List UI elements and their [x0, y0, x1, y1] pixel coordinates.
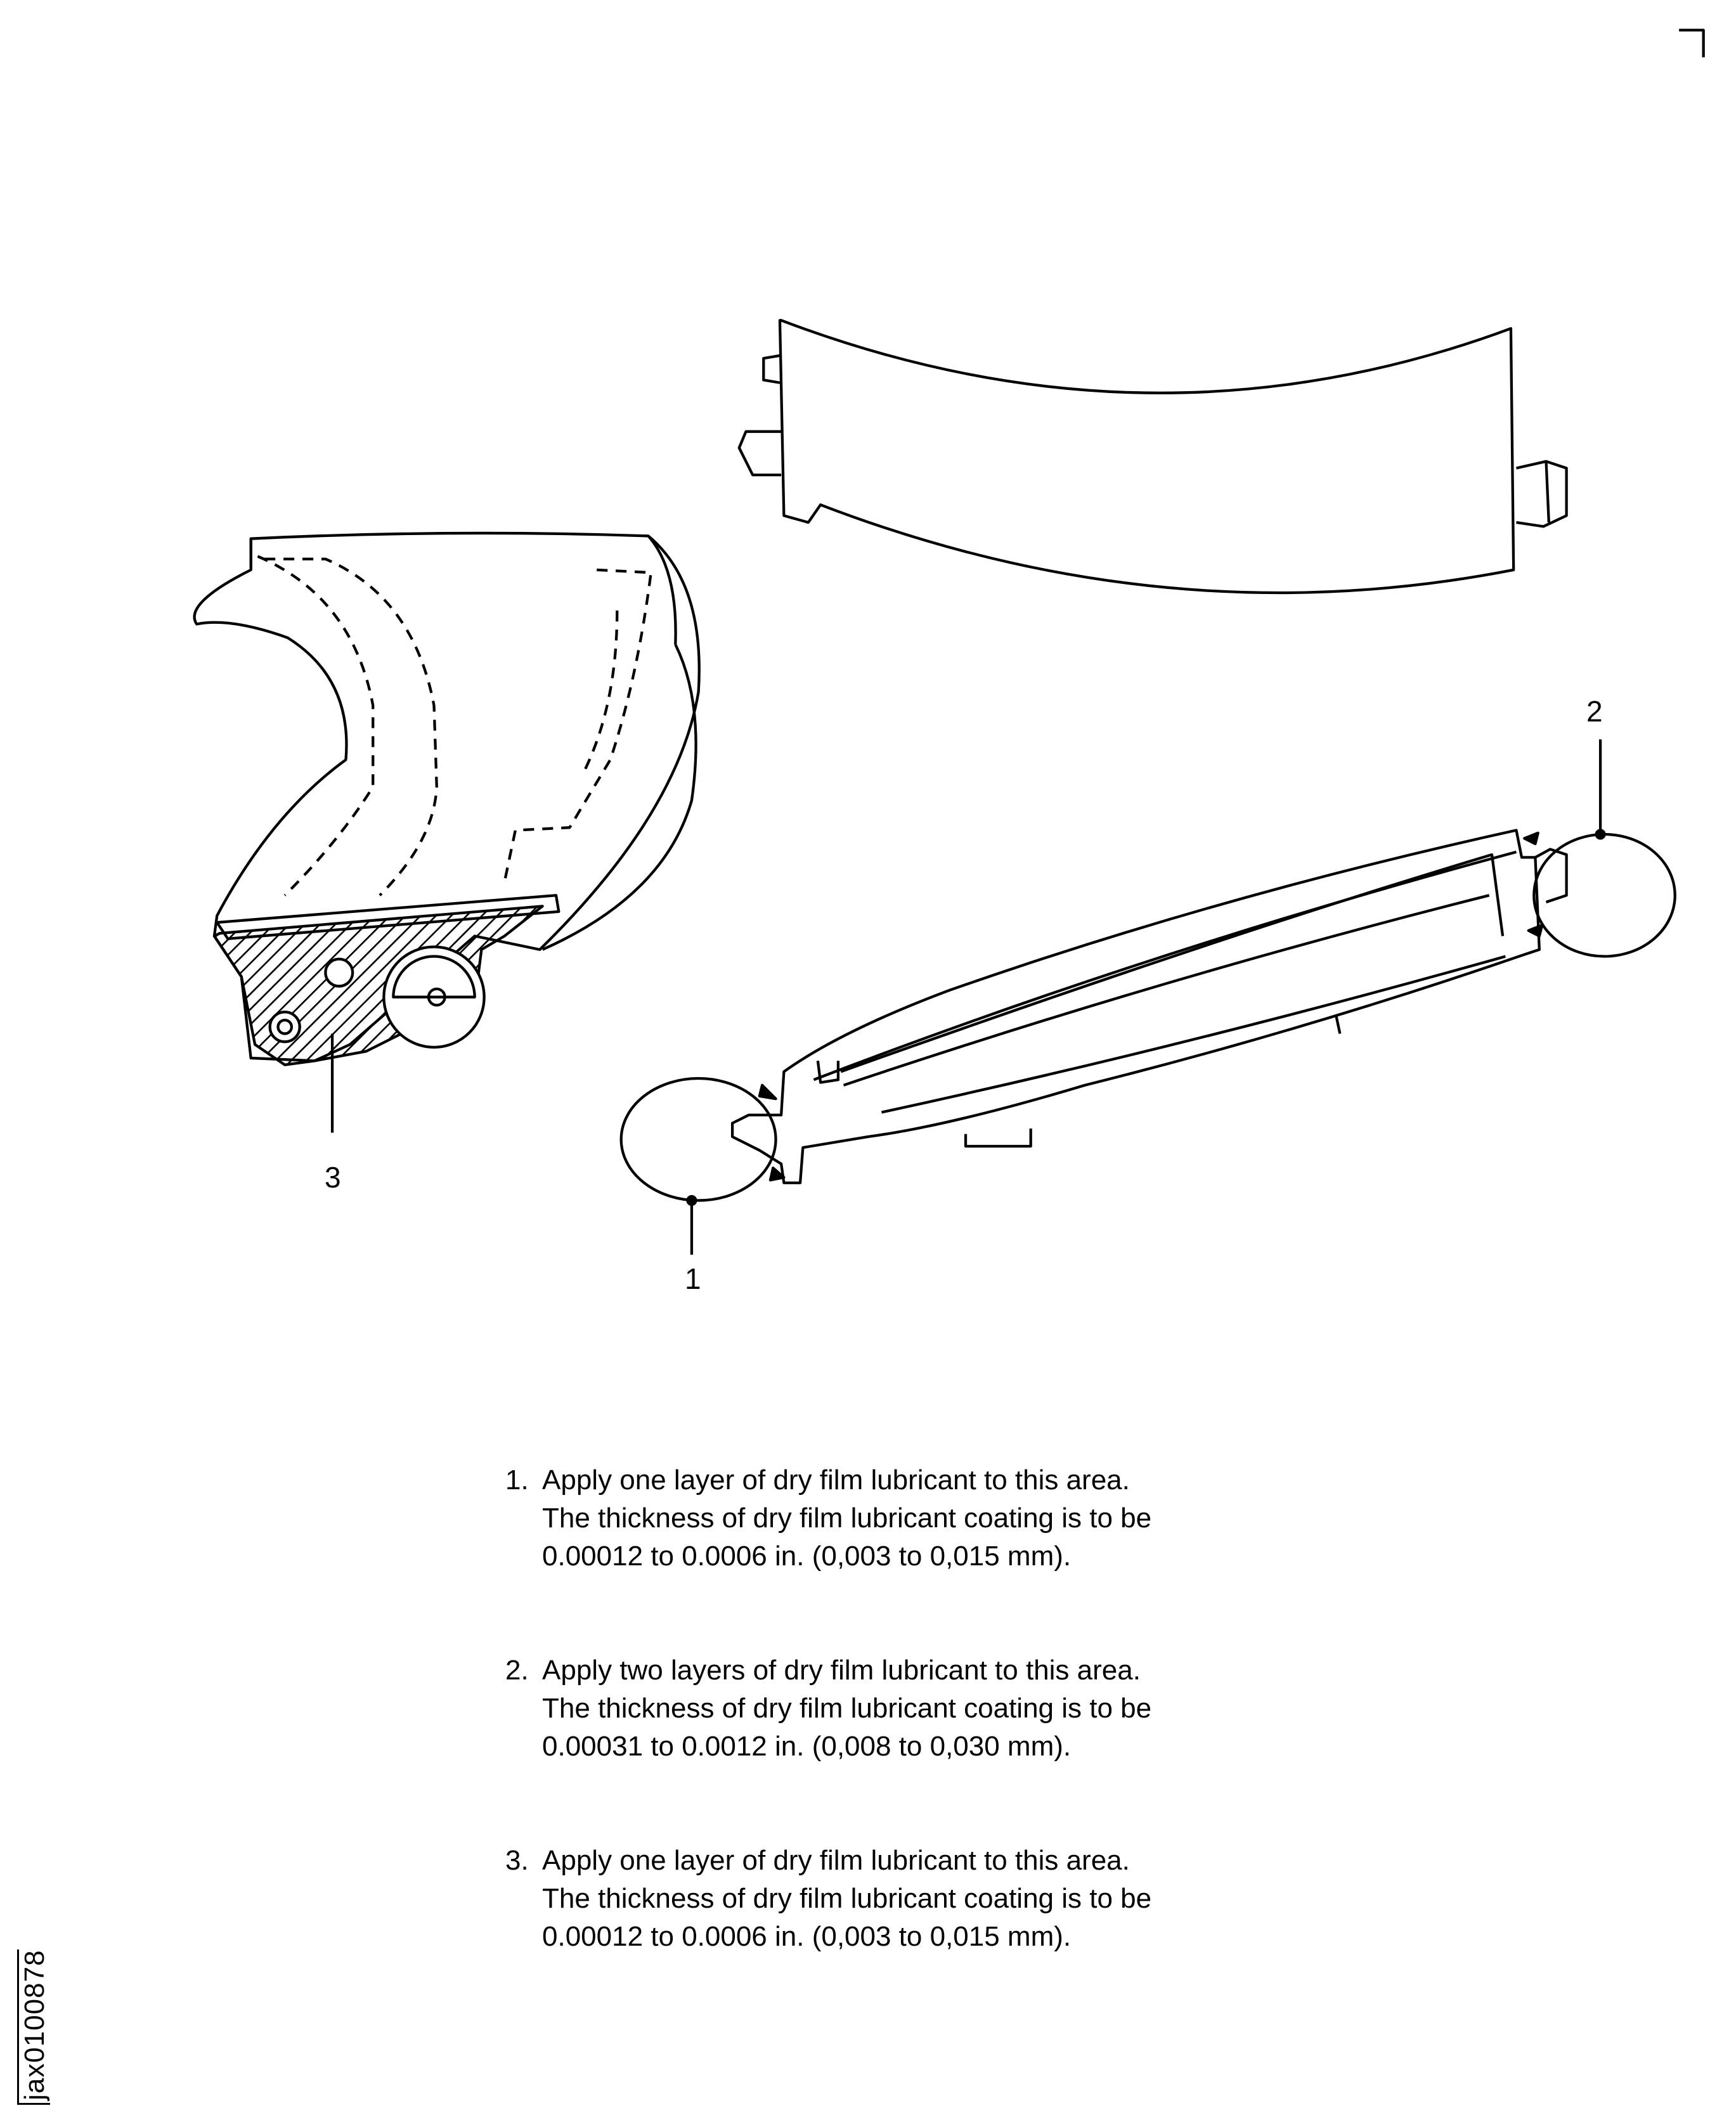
lubrication-notes: 1. Apply one layer of dry film lubricant…	[505, 1461, 1151, 2032]
note-number: 2.	[505, 1655, 529, 1686]
callout-3-label: 3	[325, 1161, 341, 1194]
corner-mark	[1679, 29, 1705, 58]
note-number: 1.	[505, 1464, 529, 1496]
note-line: The thickness of dry film lubricant coat…	[542, 1503, 1152, 1534]
note-line: Apply one layer of dry film lubricant to…	[542, 1464, 1130, 1496]
note-line: The thickness of dry film lubricant coat…	[542, 1883, 1152, 1914]
note-line: 0.00031 to 0.0012 in. (0,008 to 0,030 mm…	[542, 1731, 1072, 1762]
upper-segment-part	[737, 319, 1568, 595]
callout-2-label: 2	[1586, 695, 1603, 728]
lower-segment-part	[730, 829, 1568, 1184]
figure-id-label: jax0100878	[17, 1949, 51, 2105]
callout-1-label: 1	[685, 1262, 701, 1295]
note-line: Apply two layers of dry film lubricant t…	[542, 1655, 1141, 1686]
callout-1-leader	[619, 1076, 786, 1255]
note-line: The thickness of dry film lubricant coat…	[542, 1693, 1152, 1724]
note-number: 3.	[505, 1845, 529, 1876]
note-line: 0.00012 to 0.0006 in. (0,003 to 0,015 mm…	[542, 1541, 1072, 1572]
sectioned-segment-part	[193, 531, 701, 1133]
note-line: 0.00012 to 0.0006 in. (0,003 to 0,015 mm…	[542, 1921, 1072, 1952]
figure-id-text: jax0100878	[17, 1949, 50, 2105]
note-3: 3. Apply one layer of dry film lubricant…	[505, 1842, 1151, 1956]
callout-2-leader	[1523, 739, 1676, 958]
note-line: Apply one layer of dry film lubricant to…	[542, 1845, 1130, 1876]
note-2: 2. Apply two layers of dry film lubrican…	[505, 1652, 1151, 1766]
note-1: 1. Apply one layer of dry film lubricant…	[505, 1461, 1151, 1575]
